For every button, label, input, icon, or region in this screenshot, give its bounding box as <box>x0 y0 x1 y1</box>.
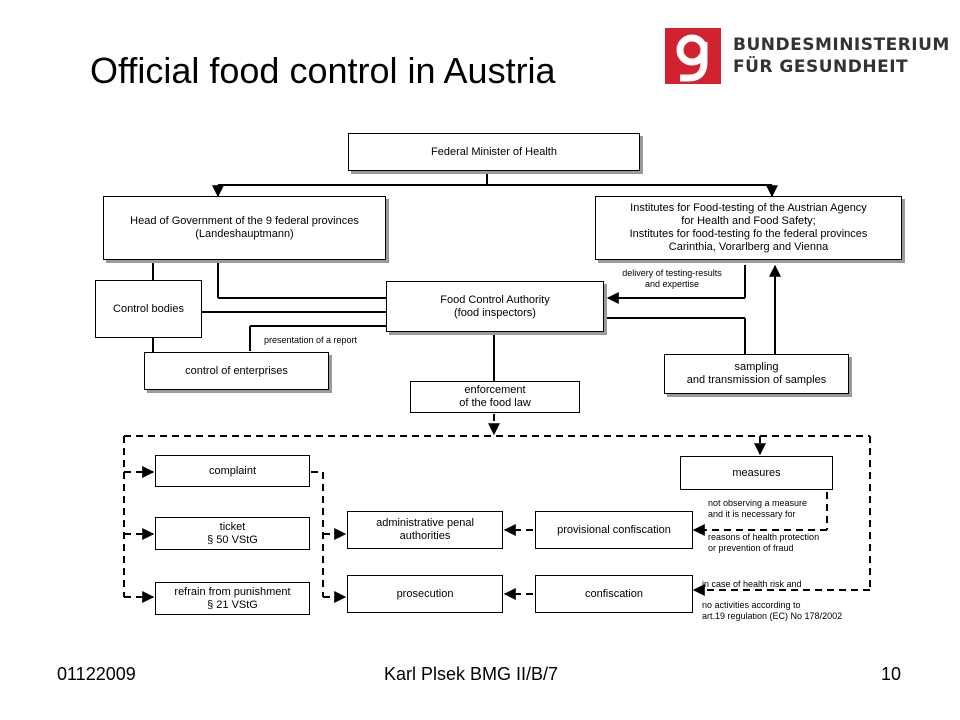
minister-box: Federal Minister of Health <box>348 133 640 171</box>
footer-page-number: 10 <box>881 664 902 684</box>
administrative-penal-box: administrative penal authorities <box>347 511 503 549</box>
confiscation-box: confiscation <box>535 575 693 613</box>
measures-box: measures <box>680 456 833 490</box>
label-health-risk: in case of health risk and <box>702 579 802 589</box>
footer-author: Karl Plsek BMG II/B/7 <box>384 664 559 684</box>
prosecution-box: prosecution <box>347 575 503 613</box>
institutes-box: Institutes for Food-testing of the Austr… <box>595 196 902 260</box>
ministry-logo: BUNDESMINISTERIUM FÜR GESUNDHEIT <box>665 28 949 84</box>
logo-line-2: FÜR GESUNDHEIT <box>733 57 909 77</box>
control-of-enterprises-box: control of enterprises <box>144 352 329 390</box>
ministry-logo-icon <box>665 28 721 84</box>
sampling-box: sampling and transmission of samples <box>664 354 849 394</box>
label-reasons: reasons of health protection or preventi… <box>708 532 820 553</box>
complaint-box: complaint <box>155 455 310 487</box>
logo-line-1: BUNDESMINISTERIUM <box>733 35 950 55</box>
label-no-activities: no activities according to art.19 regula… <box>702 600 843 621</box>
food-control-authority-box: Food Control Authority (food inspectors) <box>386 281 604 332</box>
ticket-box: ticket § 50 VStG <box>155 517 310 550</box>
control-bodies-box: Control bodies <box>95 280 202 338</box>
footer-date: 01122009 <box>57 664 136 684</box>
label-not-observing: not observing a measure and it is necess… <box>708 498 808 519</box>
label-delivery: delivery of testing-results and expertis… <box>622 268 722 289</box>
label-report: presentation of a report <box>264 335 358 345</box>
slide-title: Official food control in Austria <box>90 50 556 91</box>
enforcement-box: enforcement of the food law <box>410 381 580 413</box>
head-of-government-box: Head of Government of the 9 federal prov… <box>103 196 386 260</box>
provisional-confiscation-box: provisional confiscation <box>535 511 693 549</box>
refrain-from-punishment-box: refrain from punishment § 21 VStG <box>155 582 310 615</box>
